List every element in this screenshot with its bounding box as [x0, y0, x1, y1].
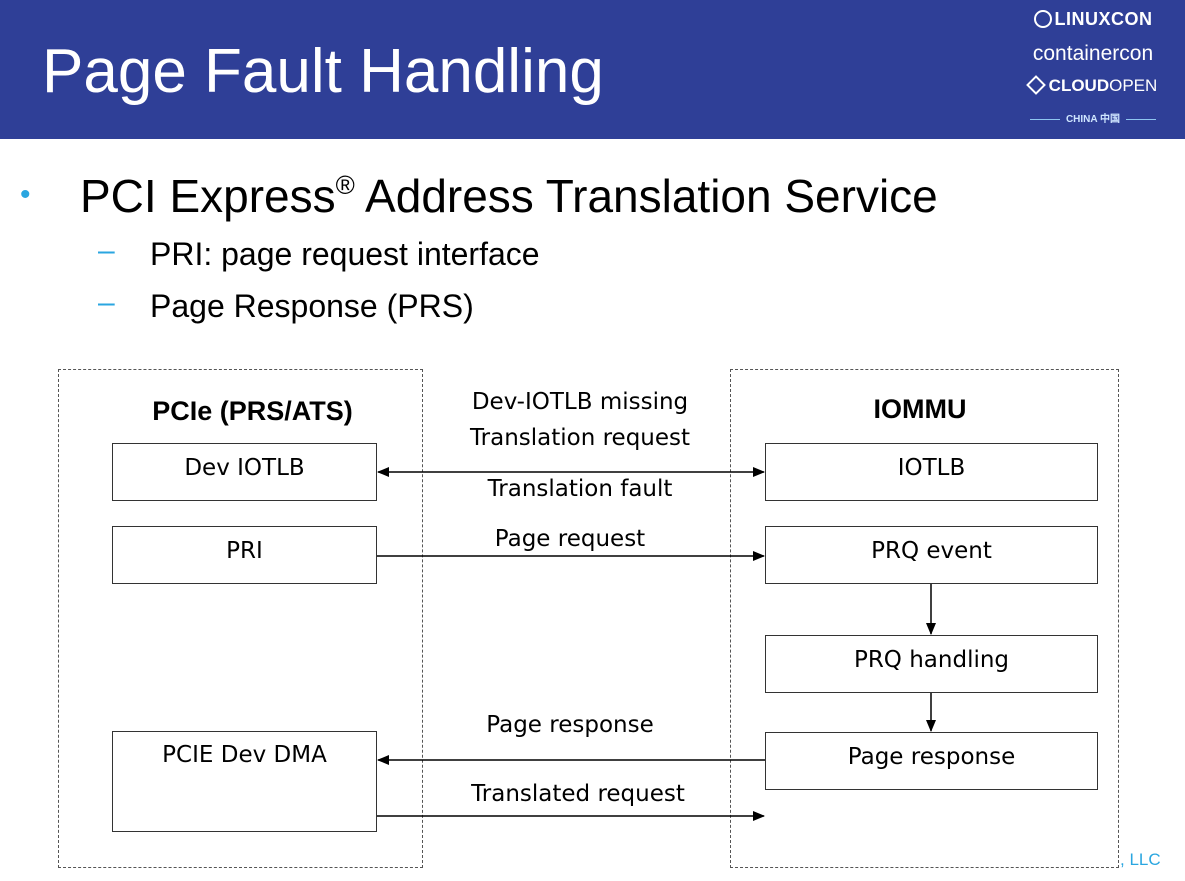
event-logo: LINUXCON containercon CLOUDOPEN CHINA 中国: [1018, 6, 1168, 131]
sub-bullet-prs: Page Response (PRS): [150, 288, 474, 324]
label-translated-request: Translated request: [471, 781, 685, 807]
iommu-panel: [730, 369, 1119, 868]
pcie-panel: [58, 369, 423, 868]
logo-containercon: containercon: [1032, 42, 1154, 65]
label-page-response: Page response: [486, 712, 654, 738]
label-translation-fault: Translation fault: [487, 476, 673, 502]
logo-linuxcon: LINUXCON: [1018, 9, 1168, 30]
sub-bullet-dash-icon: –: [98, 286, 115, 319]
footer-fragment: , LLC: [1120, 850, 1161, 869]
bullet-dot-icon: •: [20, 178, 31, 211]
page-response-box: Page response: [765, 732, 1098, 790]
prq-event-box: PRQ event: [765, 526, 1098, 584]
sub-bullet-dash-icon: –: [98, 234, 115, 267]
pcie-dev-dma-box: PCIE Dev DMA: [112, 731, 377, 832]
iotlb-box: IOTLB: [765, 443, 1098, 501]
pri-box: PRI: [112, 526, 377, 584]
prq-handling-box: PRQ handling: [765, 635, 1098, 693]
pcie-panel-title: PCIe (PRS/ATS): [152, 396, 353, 426]
linux-foundation-icon: [1033, 10, 1052, 28]
logo-cloudopen: CLOUDOPEN: [1018, 75, 1168, 96]
bullet-main: PCI Express® Address Translation Service: [80, 170, 938, 222]
logo-china: CHINA 中国: [1018, 110, 1168, 125]
label-translation-request: Translation request: [469, 425, 691, 451]
sub-bullet-pri: PRI: page request interface: [150, 236, 540, 272]
label-dev-iotlb-missing: Dev-IOTLB missing: [471, 389, 689, 415]
label-page-request: Page request: [494, 526, 646, 552]
dev-iotlb-box: Dev IOTLB: [112, 443, 377, 501]
iommu-panel-title: IOMMU: [873, 394, 967, 424]
header-banner: Page Fault Handling LINUXCON containerco…: [0, 0, 1185, 139]
page-title: Page Fault Handling: [42, 37, 604, 106]
